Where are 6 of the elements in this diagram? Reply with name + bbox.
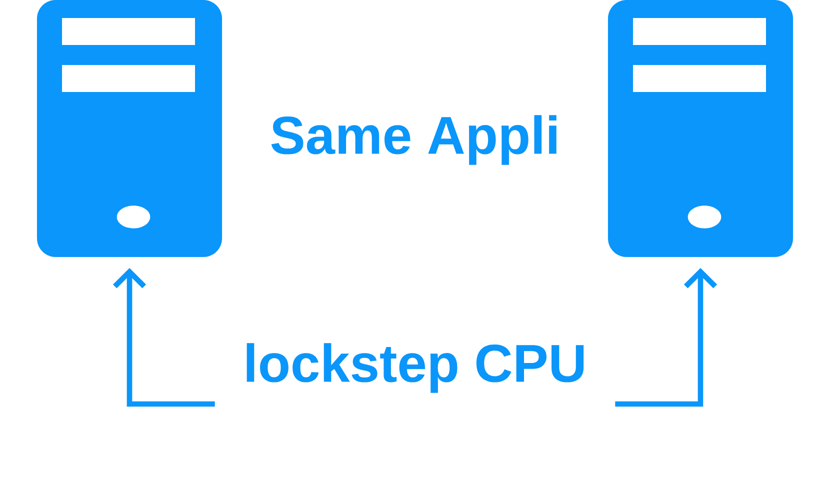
arrow (112, 268, 215, 407)
server-drawing (608, 0, 794, 258)
label-text: Same Appli (271, 115, 556, 165)
node-text: lockstep CPU (246, 343, 584, 393)
server-drawing (36, 0, 222, 258)
arrow (615, 268, 718, 407)
